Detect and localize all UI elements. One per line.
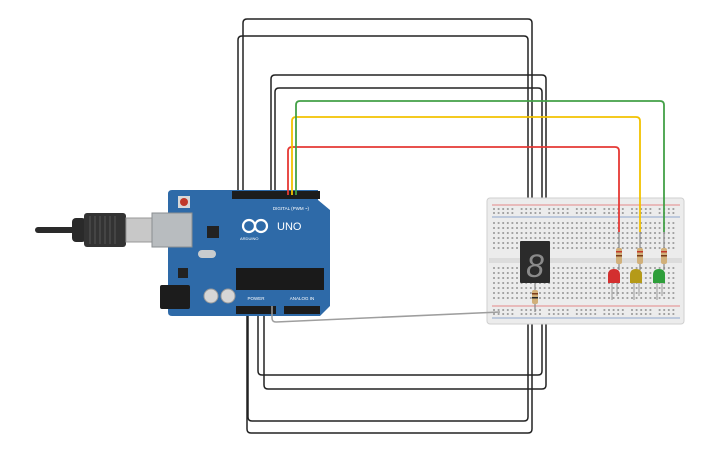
capacitor	[220, 288, 236, 304]
breadboard[interactable]	[486, 197, 685, 325]
regulator	[178, 268, 188, 278]
seven-segment-display[interactable]: 8	[520, 241, 550, 284]
digital-header[interactable]	[232, 191, 320, 199]
yellow-wire[interactable]	[291, 116, 641, 232]
analog-header[interactable]	[284, 306, 320, 314]
gray-wire[interactable]	[271, 306, 501, 323]
uno-label: UNO	[277, 221, 302, 233]
led-green[interactable]	[653, 269, 665, 300]
power-label: POWER	[247, 296, 265, 301]
digital-label: DIGITAL (PWM ~)	[273, 206, 310, 211]
resistor-display[interactable]	[532, 283, 538, 312]
resistor-red-led[interactable]	[616, 230, 622, 270]
usb-chip	[207, 226, 219, 238]
arduino-logo-icon	[241, 218, 269, 234]
led-red[interactable]	[608, 269, 620, 300]
segment-digit: 8	[526, 248, 544, 284]
atmega-chip	[236, 268, 324, 290]
green-wire[interactable]	[295, 100, 665, 232]
resistor-yellow-led[interactable]	[637, 230, 643, 270]
capacitor	[203, 288, 219, 304]
brand-label: ARDUINO	[240, 236, 258, 241]
arduino-uno-board[interactable]: DIGITAL (PWM ~) UNO ARDUINO POWER ANALOG…	[151, 190, 330, 316]
analog-label: ANALOG IN	[290, 296, 315, 301]
red-wire[interactable]	[287, 146, 620, 232]
resistor-green-led[interactable]	[661, 230, 667, 270]
usb-jack	[151, 212, 193, 248]
reset-button[interactable]	[180, 198, 188, 206]
crystal	[198, 250, 216, 258]
power-header[interactable]	[236, 306, 276, 314]
led-yellow[interactable]	[630, 269, 642, 300]
power-jack	[160, 285, 190, 309]
